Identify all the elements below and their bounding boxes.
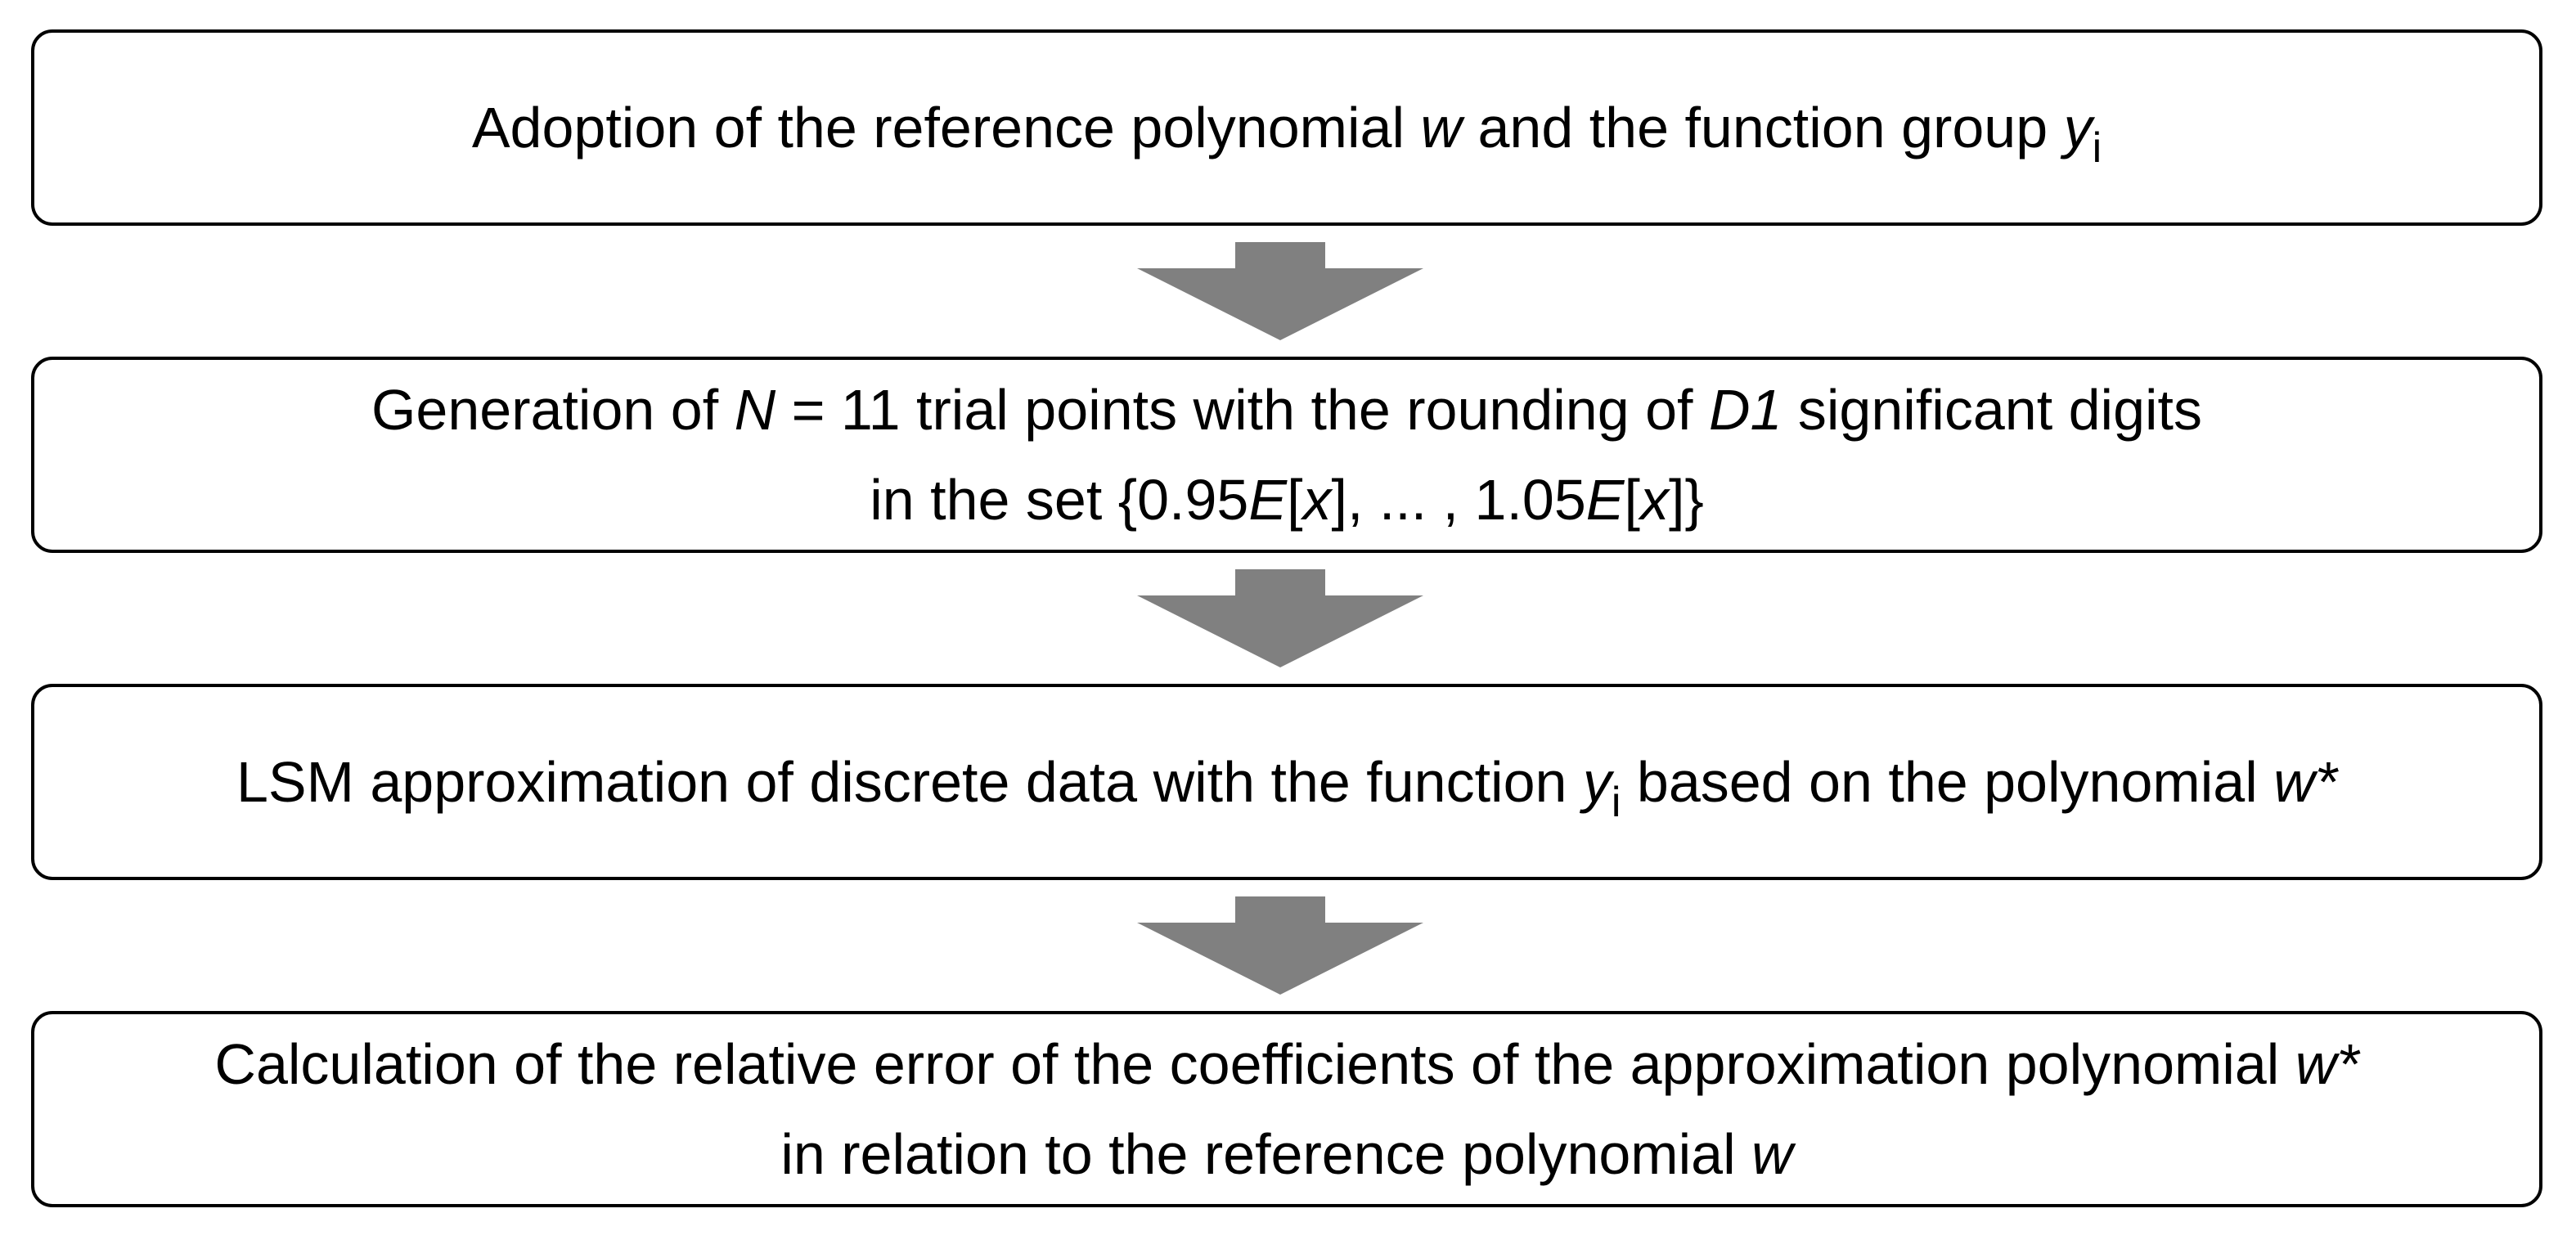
down-arrow-icon xyxy=(1137,242,1423,340)
italic-symbol: y xyxy=(1582,750,1612,814)
text-segment: ], ... , 1.05 xyxy=(1331,468,1586,532)
down-arrow-3 xyxy=(1137,896,1423,995)
step-4-line-1: Calculation of the relative error of the… xyxy=(214,1019,2358,1109)
italic-symbol: x xyxy=(1302,468,1332,532)
step-box-4: Calculation of the relative error of the… xyxy=(31,1011,2542,1207)
italic-symbol: y xyxy=(2063,96,2093,159)
text-segment: in the set {0.95 xyxy=(870,468,1249,532)
text-segment: Adoption of the reference polynomial xyxy=(471,96,1421,159)
down-arrow-icon xyxy=(1137,896,1423,995)
down-arrow-2 xyxy=(1137,569,1423,667)
italic-symbol: w xyxy=(1751,1122,1793,1186)
step-box-3: LSM approximation of discrete data with … xyxy=(31,684,2542,880)
step-box-2: Generation of N = 11 trial points with t… xyxy=(31,357,2542,553)
step-2-line-1: Generation of N = 11 trial points with t… xyxy=(371,365,2202,455)
italic-symbol: w xyxy=(1420,96,1463,159)
text-segment: in relation to the reference polynomial xyxy=(780,1122,1752,1186)
italic-symbol: w* xyxy=(2273,750,2337,814)
text-segment: and the function group xyxy=(1462,96,2064,159)
italic-symbol: x xyxy=(1639,468,1669,532)
text-segment: = 11 trial points with the rounding of xyxy=(775,378,1709,442)
down-arrow-1 xyxy=(1137,242,1423,340)
text-segment: significant digits xyxy=(1782,378,2203,442)
text-segment: Calculation of the relative error of the… xyxy=(214,1032,2295,1096)
text-segment: ]} xyxy=(1668,468,1704,532)
text-segment: Generation of xyxy=(371,378,735,442)
step-2-line-2: in the set {0.95E[x], ... , 1.05E[x]} xyxy=(870,455,1704,545)
italic-symbol: D1 xyxy=(1708,378,1783,442)
text-segment: LSM approximation of discrete data with … xyxy=(236,750,1583,814)
italic-symbol: N xyxy=(734,378,776,442)
step-3-line-1: LSM approximation of discrete data with … xyxy=(236,737,2337,827)
subscript-text: i xyxy=(2092,124,2102,172)
step-1-line-1: Adoption of the reference polynomial w a… xyxy=(472,83,2102,173)
down-arrow-icon xyxy=(1137,569,1423,667)
subscript-text: i xyxy=(1611,779,1621,826)
step-box-1: Adoption of the reference polynomial w a… xyxy=(31,29,2542,226)
italic-symbol: E xyxy=(1248,468,1288,532)
text-segment: [ xyxy=(1624,468,1640,532)
italic-symbol: w* xyxy=(2295,1032,2359,1096)
text-segment: [ xyxy=(1287,468,1303,532)
italic-symbol: E xyxy=(1585,468,1625,532)
text-segment: based on the polynomial xyxy=(1621,750,2274,814)
step-4-line-2: in relation to the reference polynomial … xyxy=(780,1109,1792,1199)
